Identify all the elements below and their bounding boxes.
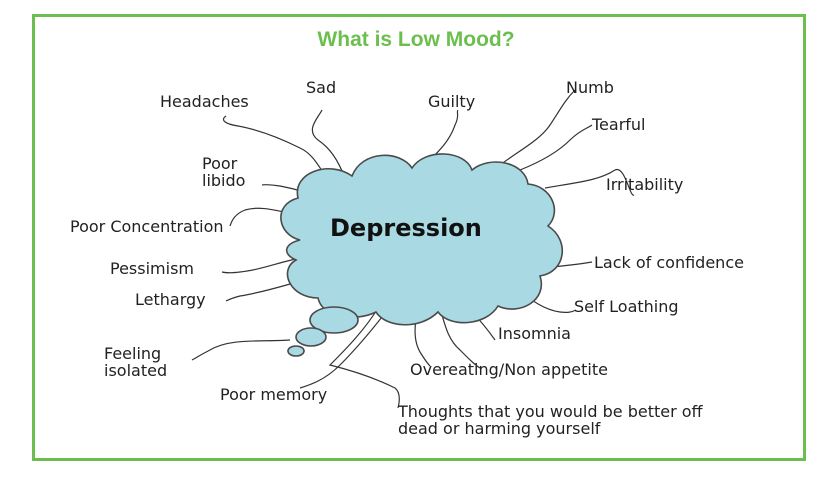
diagram-frame [32, 14, 806, 461]
label-numb: Numb [566, 78, 614, 97]
label-lethargy: Lethargy [135, 290, 206, 309]
label-poor-concentration: Poor Concentration [70, 217, 224, 236]
line-sad [311, 109, 346, 179]
page-title: What is Low Mood? [317, 28, 515, 51]
label-poor-memory: Poor memory [220, 385, 328, 404]
label-headaches: Headaches [160, 92, 249, 111]
label-self-loathing: Self Loathing [574, 297, 679, 316]
line-guilty [429, 109, 459, 161]
line-isolated [191, 339, 291, 361]
line-pessimism [221, 257, 301, 274]
center-label: Depression [330, 214, 482, 242]
label-poor-libido: Poor libido [202, 154, 246, 190]
line-tearful [519, 124, 593, 171]
label-pessimism: Pessimism [110, 259, 194, 278]
depression-cloud [280, 153, 563, 357]
label-guilty: Guilty [428, 92, 476, 111]
line-headaches [222, 115, 331, 183]
label-overeating: Overeating/Non appetite [410, 360, 608, 379]
label-feeling-isolated: Feeling isolated [104, 344, 168, 380]
label-insomnia: Insomnia [498, 324, 571, 343]
line-numb [499, 89, 576, 166]
line-thoughts [328, 304, 400, 409]
label-irritability: Irritability [606, 175, 684, 194]
label-tearful: Tearful [592, 115, 646, 134]
label-sad: Sad [306, 78, 337, 97]
line-irritability [544, 169, 635, 196]
label-thoughts: Thoughts that you would be better off de… [398, 402, 703, 438]
line-overeating [439, 307, 481, 369]
line-lethargy [225, 279, 306, 302]
label-lack-of-confidence: Lack of confidence [594, 253, 744, 272]
